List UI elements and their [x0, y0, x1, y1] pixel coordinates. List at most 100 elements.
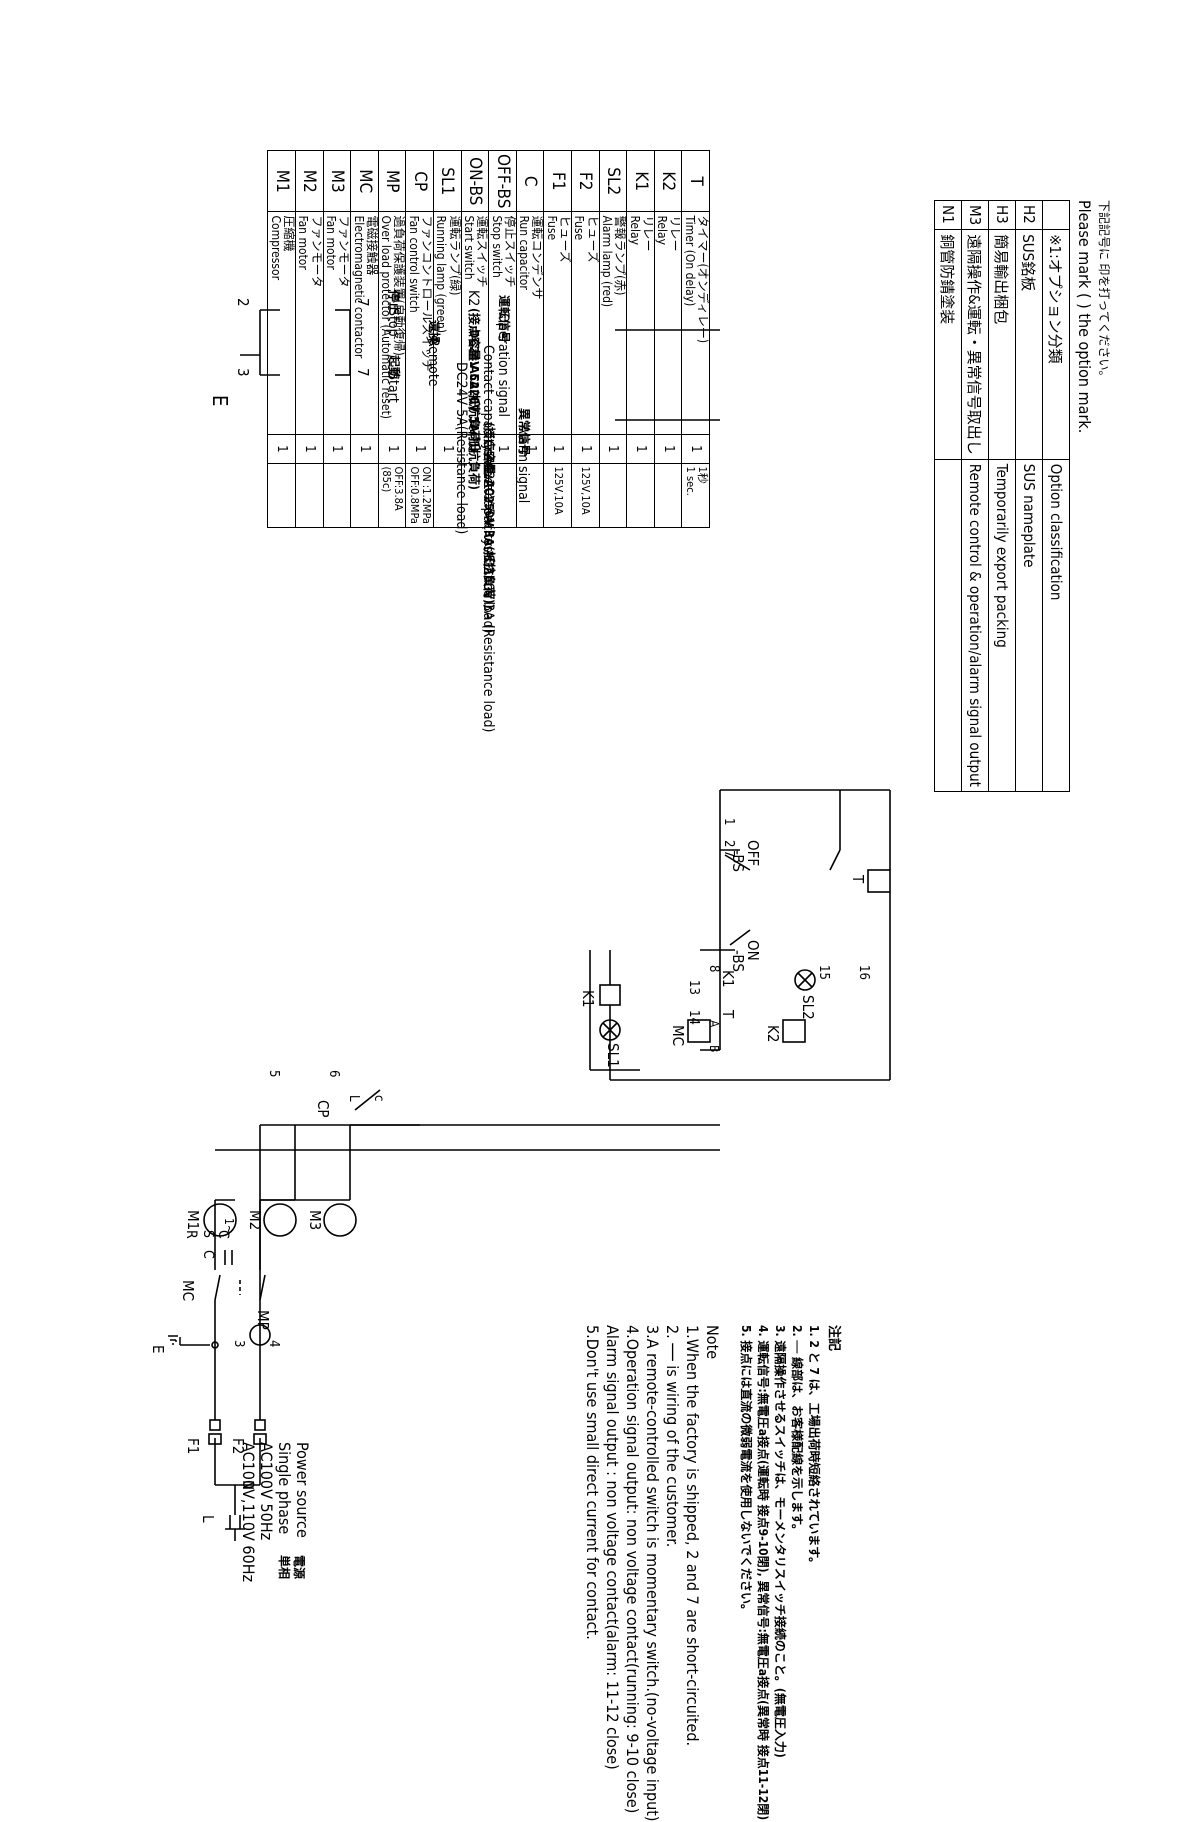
part-name: 警報ランプ(赤)Alarm lamp (red)	[599, 211, 627, 435]
part-spec	[626, 463, 655, 528]
cp-c-label: c	[371, 1095, 386, 1102]
part-name-jp: タイマー(オンディレー)	[695, 215, 710, 344]
part-spec-2: 1 sec.	[683, 466, 697, 496]
part-spec	[516, 463, 544, 528]
option-row[interactable]: H2 SUS銘板 SUS nameplate	[1015, 200, 1043, 792]
part-name-jp: 運転ランプ(緑)	[447, 215, 462, 296]
part-symbol: CP	[405, 150, 434, 212]
mc-coil	[687, 1019, 711, 1043]
part-name-jp: リレー	[640, 215, 655, 252]
option-jp: 遠隔操作&運転・異常信号取出し	[961, 229, 989, 460]
part-name-jp: ファンモータ	[309, 215, 324, 288]
option-code[interactable]: M3	[961, 200, 989, 230]
k2-coil	[782, 1019, 806, 1043]
option-code[interactable]: H3	[988, 200, 1016, 230]
motor-m2-circle	[263, 1203, 297, 1237]
node-1: 1	[721, 818, 736, 826]
part-qty: 1	[543, 434, 572, 464]
part-qty: 1	[461, 434, 489, 464]
part-name-en: Fuse	[544, 215, 559, 241]
motor-m1-circle	[203, 1203, 237, 1237]
part-name-en: Fan motor	[323, 215, 338, 270]
part-name-jp: 運転スイッチ	[475, 215, 490, 288]
option-jp: ※1:オプション分類	[1042, 229, 1070, 460]
note-6: 5.Don't use small direct current for con…	[583, 1325, 602, 1640]
terminal-l-label: L	[199, 1515, 217, 1523]
rotated-drawing: 電源 単相 Power source Single phase AC100V 5…	[140, 150, 1140, 1822]
wiring-diagram-sheet: 電源 単相 Power source Single phase AC100V 5…	[149, 150, 1111, 1822]
option-row[interactable]: M3 遠隔操作&運転・異常信号取出し Remote control & oper…	[961, 200, 989, 792]
node-7: 7	[721, 850, 736, 858]
sl1-lamp	[599, 1019, 621, 1041]
part-name-jp: ヒューズ	[585, 215, 600, 263]
option-en: SUS nameplate	[1015, 459, 1043, 792]
note-4: 4.Operation signal output: non voltage c…	[623, 1325, 642, 1814]
part-name-en: Start switch	[461, 215, 476, 280]
option-en	[934, 459, 962, 792]
option-row: ※1:オプション分類 Option classification	[1042, 200, 1070, 792]
mp-label: MP	[254, 1310, 272, 1330]
note-jp-3: 3. 遠隔操作させるスイッチは、モーメンタリスイッチ接続のこと。(無電圧入力)	[773, 1325, 787, 1758]
note-jp-1: 1. 2 と 7 は、工場出荷時短絡されています。	[807, 1325, 821, 1570]
option-row[interactable]: H3 簡易輸出梱包 Temporarily export packing	[988, 200, 1016, 792]
option-code[interactable]: N1	[934, 200, 962, 230]
part-qty: 1	[654, 434, 682, 464]
part-name-jp: 運転コンデンサ	[530, 215, 545, 300]
part-name: 過負荷保護装置(自動復帰)Over load protector (Automa…	[378, 211, 406, 435]
part-spec-2: OFF:0.8MPa	[407, 466, 421, 524]
part-spec	[461, 463, 489, 528]
k2-coil-label: K2	[764, 1025, 782, 1043]
note-jp-5: 5. 接点には直流の微弱電流を使用しないでください。	[739, 1325, 753, 1617]
part-symbol: F1	[543, 150, 572, 212]
cp-l-label: L	[346, 1095, 361, 1102]
mp-symbol	[249, 1324, 271, 1346]
part-spec-1: 125V,10A	[551, 466, 565, 515]
part-spec-1: 125V,10A	[579, 466, 593, 515]
terminal-c-label: C	[215, 1230, 231, 1239]
mc-a-label: A	[707, 1020, 721, 1028]
part-qty: 1	[681, 434, 710, 464]
part-qty: 1	[323, 434, 351, 464]
part-name-en: Electromagnetic contactor	[351, 215, 366, 359]
part-name-en: Over load protector (Automatic reset)	[379, 215, 394, 420]
remote-terminal-3: 3	[234, 368, 252, 377]
option-code[interactable]: H2	[1015, 200, 1043, 230]
sl1-label: SL1	[604, 1043, 622, 1068]
node-4: 4	[266, 1340, 281, 1348]
part-name-en: Relay	[627, 215, 642, 246]
part-name-jp: ファンモータ	[337, 215, 352, 288]
part-spec	[654, 463, 682, 528]
node-14: 14	[686, 1010, 701, 1025]
k1-contact-label: K1	[719, 970, 737, 988]
remote-e-label: E	[208, 395, 232, 407]
part-spec: 125V,10A	[543, 463, 572, 528]
part-symbol: F2	[571, 150, 600, 212]
remote-terminal-2: 2	[234, 298, 252, 307]
option-row[interactable]: N1 銅管防錆塗装	[934, 200, 962, 792]
part-name-en: Compressor	[268, 215, 283, 281]
node-16: 16	[856, 965, 871, 980]
part-name-jp: 停止スイッチ	[502, 215, 517, 288]
fuse-f2-label: F2	[229, 1438, 247, 1455]
part-symbol: OFF-BS	[488, 150, 517, 212]
part-name-jp: 圧縮機	[281, 215, 296, 252]
part-spec-1: 1秒	[695, 466, 709, 484]
k1-coil-label: K1	[579, 990, 597, 1008]
